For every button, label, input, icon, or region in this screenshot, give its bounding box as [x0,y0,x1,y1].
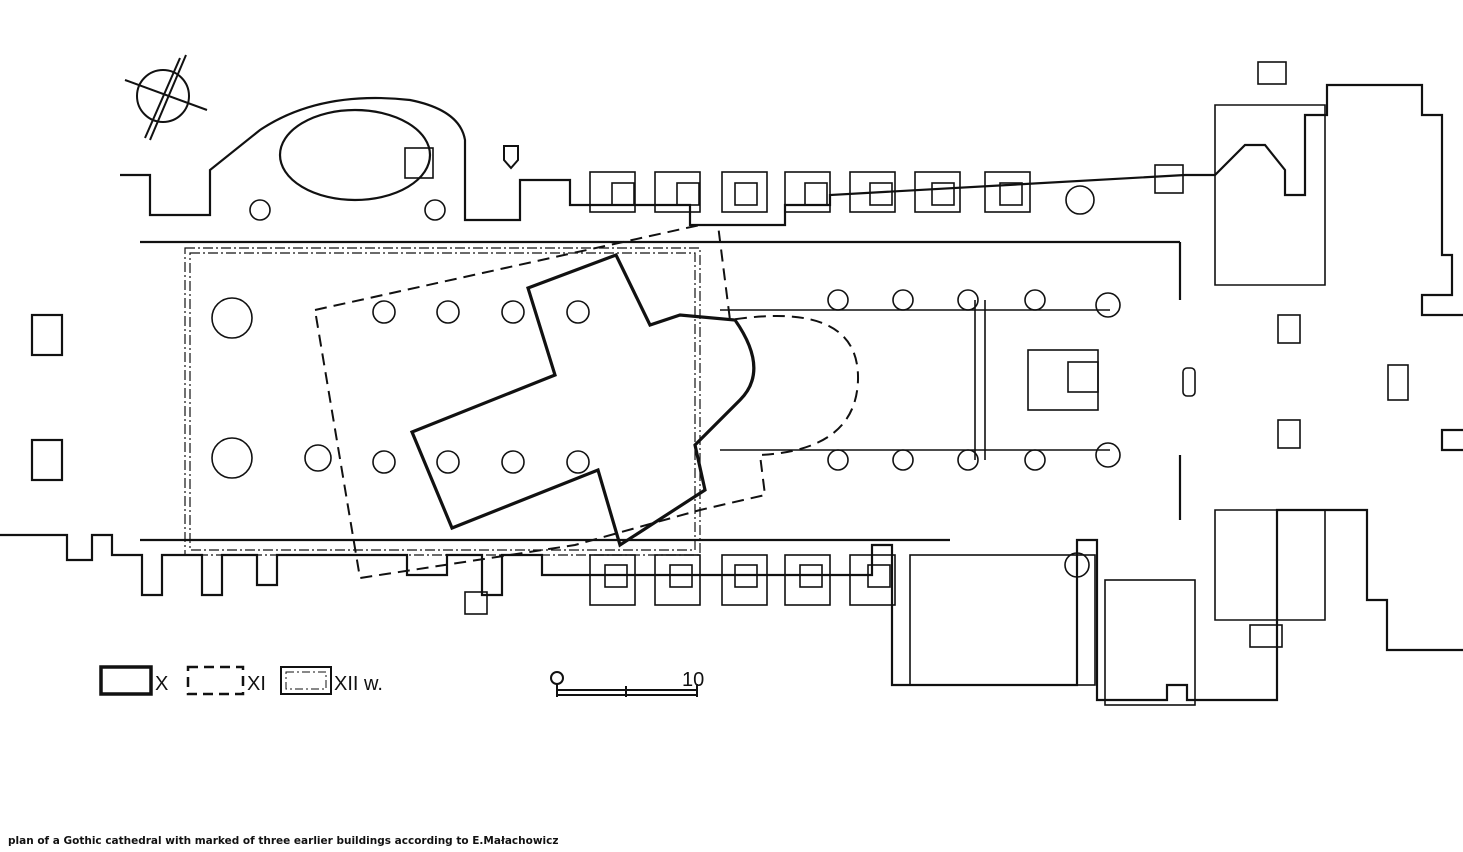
legend-swatch-xi [186,665,245,696]
entrance-arrow-icon [503,145,519,170]
compass-north-icon [124,54,208,141]
phase-xi-outline [313,224,860,580]
figure-caption: plan of a Gothic cathedral with marked o… [8,835,559,847]
phase-xii-outline [184,247,701,556]
legend-label-xii: XII w. [334,673,383,695]
scale-bar: 0 10 [550,669,704,697]
scale-end-label: 10 [682,669,704,691]
legend-swatch-xii [280,666,332,695]
cathedral-outline [0,83,1463,702]
legend-label-x: X [155,673,168,695]
legend-swatch-x [99,665,153,696]
nave-piers [211,289,1121,479]
east-chapels [1027,61,1409,648]
north-chapels [249,147,1184,221]
south-chapels [464,552,1196,706]
legend: X XI XII w. [99,665,383,696]
legend-label-xi: XI [247,673,266,695]
phase-x-outline [409,252,756,548]
